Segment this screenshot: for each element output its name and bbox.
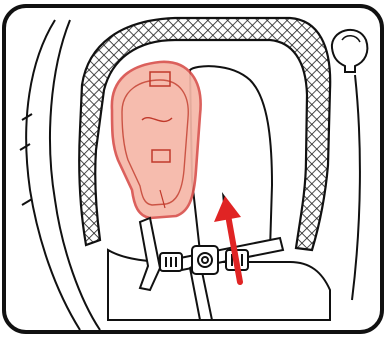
- harness-buckle-left: [160, 253, 182, 271]
- center-adjuster: [192, 246, 218, 274]
